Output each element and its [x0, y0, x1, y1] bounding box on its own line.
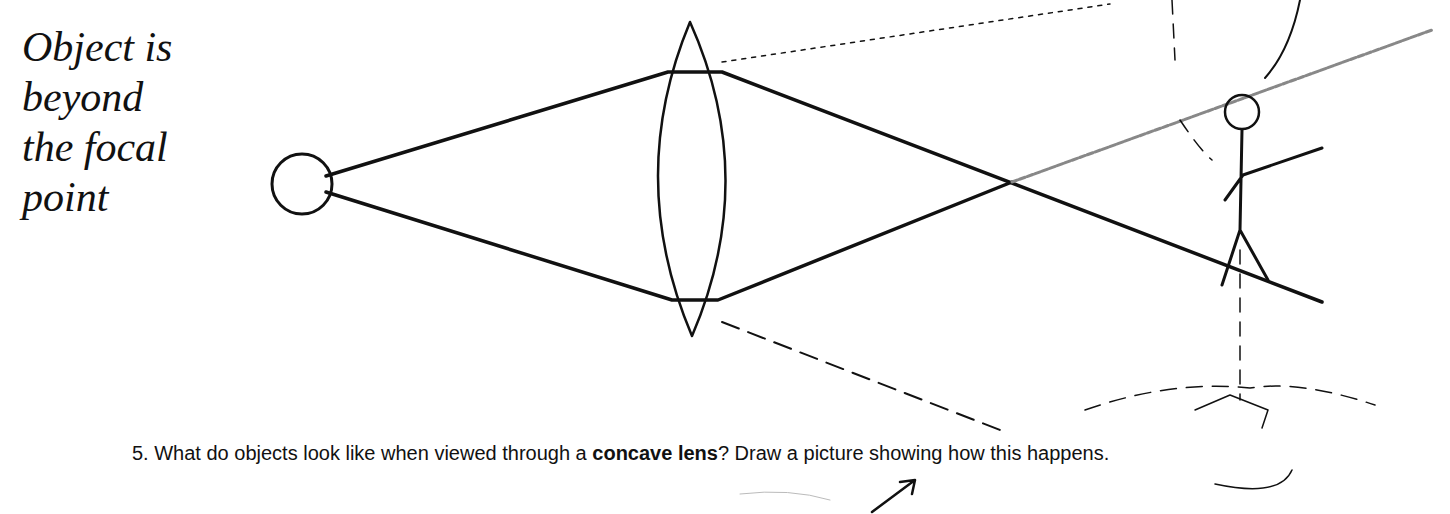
question-text: ? Draw a picture showing how this happen… — [718, 442, 1109, 464]
sketch-shape — [1195, 395, 1268, 428]
question-text: 5. What do objects look like when viewed… — [132, 442, 587, 464]
handwritten-note: Object is beyond the focal point — [22, 22, 200, 222]
sketch-line — [1085, 386, 1375, 410]
stick-figure-head — [1225, 95, 1259, 129]
sketch-line — [740, 492, 830, 500]
object-circle — [272, 154, 332, 214]
question-text: concave lens — [592, 442, 718, 464]
sketch-shape — [1215, 470, 1292, 489]
sketch-arrow — [872, 480, 915, 512]
question-line: 5. What do objects look like when viewed… — [130, 442, 1111, 465]
dotted-ray — [722, 4, 1110, 62]
light-ray — [326, 182, 1012, 300]
extended-ray — [1012, 30, 1432, 182]
sketch-line — [1265, 0, 1300, 78]
dashed-ray — [722, 322, 1000, 430]
sketch-line — [1172, 0, 1240, 400]
convex-lens — [658, 22, 726, 336]
stick-figure — [1222, 130, 1322, 285]
light-ray — [326, 72, 1322, 302]
